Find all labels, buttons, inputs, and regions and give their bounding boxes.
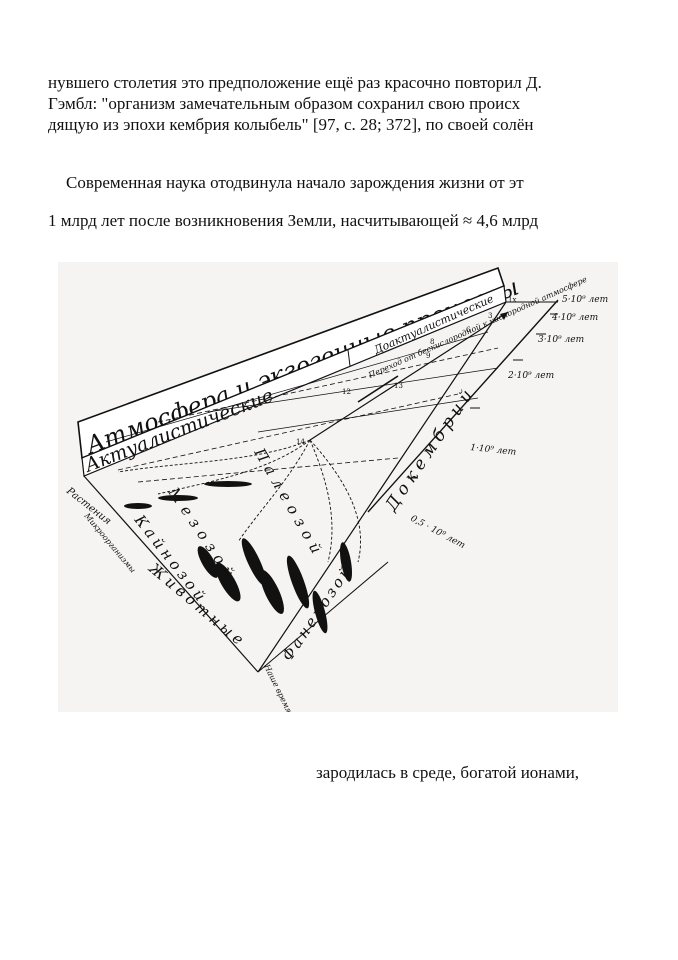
time-ticks [408,313,558,479]
lineage-branches [117,439,362,563]
grid-dashed [117,347,499,483]
scale-label-4: 4·10⁹ лет [551,313,598,323]
evolution-diagram-svg: Атмосфера и экзогенные процессы Актуалис… [58,262,618,712]
marker-14: 14 [296,438,305,446]
evolution-diagram: Атмосфера и экзогенные процессы Актуалис… [58,262,618,712]
evolution-arrow [309,311,509,441]
plane-left-edge [83,475,259,673]
band-divider [347,349,351,367]
paragraph-1: нувшего столетия это предположение ещё р… [48,72,630,135]
paragraph-1-line-1: нувшего столетия это предположение ещё р… [48,73,542,92]
marker-12: 12 [342,388,351,396]
marker-3: 3 [488,312,492,320]
marker-6: 6 [466,326,471,334]
grid-solid [105,331,499,443]
plane-right-edge [257,301,507,673]
evolution-arrow-head [500,312,508,320]
arrow-segment [357,375,399,403]
marker-8: 8 [430,338,434,346]
scale-label-5: 5·10⁹ лет [562,295,608,305]
paragraph-1-line-3: дящую из эпохи кембрия колыбель" [97, с.… [48,115,534,134]
time-axis [367,299,559,513]
scale-label-2: 2·10⁹ лет [507,371,554,381]
paragraph-1-line-2: Гэмбл: "организм замечательным образом с… [48,94,521,113]
marker-9: 9 [426,352,430,360]
paragraph-2: Современная наука отодвинула начало заро… [66,173,524,192]
paragraph-3: 1 млрд лет после возникновения Земли, на… [48,211,539,230]
paragraph-4: зародилась в среде, богатой ионами, [316,763,580,782]
marker-1x: 1x [508,296,516,304]
scale-label-1: 1·10⁹ лет [470,443,517,458]
marker-13: 13 [394,382,403,390]
scale-label-3: 3·10⁹ лет [538,335,584,345]
spindle-shapes [124,481,353,634]
